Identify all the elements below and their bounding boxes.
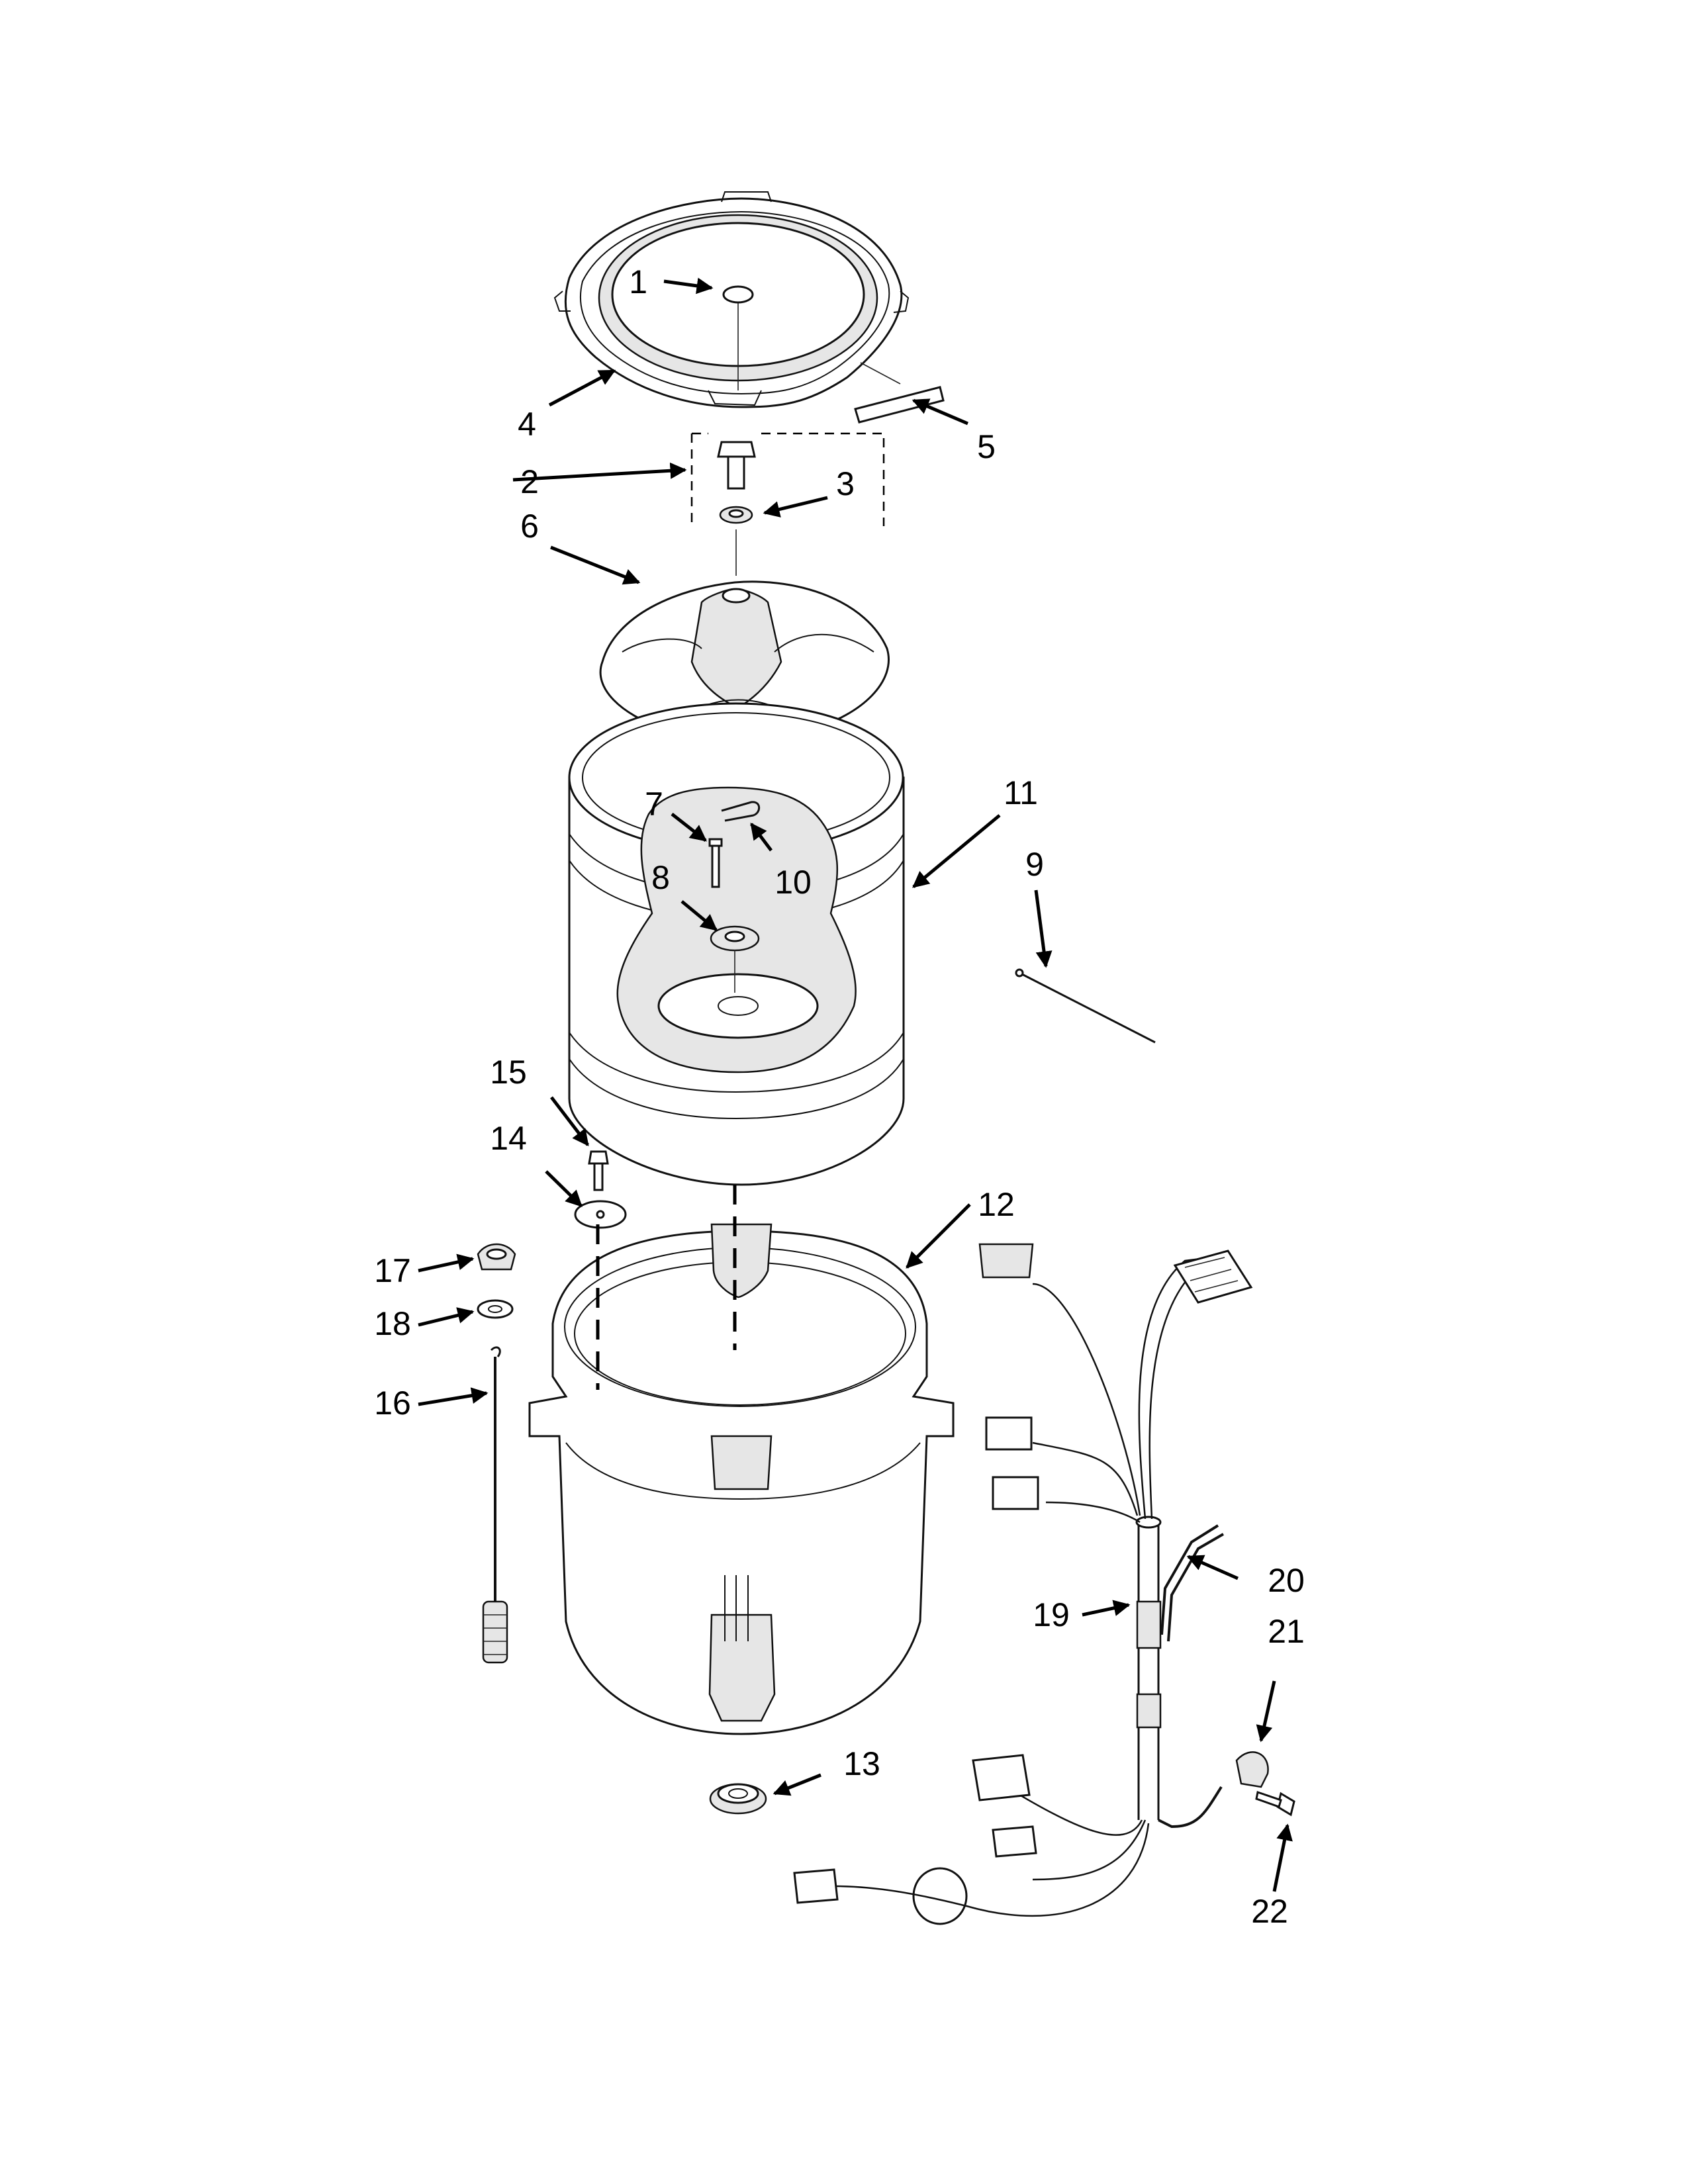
callout-labels: 1 2 3 4 5 6 7 8 9 10 11 12 13 14 15 16 1… <box>374 263 1305 1930</box>
bolt-and-washer-kit <box>690 432 885 576</box>
callout-3: 3 <box>836 465 855 502</box>
callout-14: 14 <box>490 1120 527 1157</box>
callout-20: 20 <box>1268 1562 1305 1599</box>
callout-13: 13 <box>843 1745 880 1782</box>
callout-19: 19 <box>1033 1596 1070 1633</box>
agitator-cap <box>722 285 754 304</box>
callout-18: 18 <box>374 1305 411 1342</box>
wire-clip <box>1235 1751 1269 1788</box>
callout-6: 6 <box>520 508 539 545</box>
foam-strip <box>854 362 945 424</box>
basket-screw <box>708 838 723 888</box>
callout-15: 15 <box>490 1054 527 1091</box>
dampening-washer <box>477 1299 514 1319</box>
suspension-rod-small <box>1015 968 1156 1044</box>
callout-9: 9 <box>1025 846 1044 883</box>
tub-screw <box>588 1150 609 1191</box>
callout-1: 1 <box>629 263 647 300</box>
dampening-cap <box>477 1243 516 1271</box>
callout-17: 17 <box>374 1252 411 1289</box>
callout-16: 16 <box>374 1385 411 1422</box>
callout-12: 12 <box>978 1186 1015 1223</box>
tub-cover-clip <box>574 1200 627 1229</box>
callout-10: 10 <box>774 864 812 901</box>
impeller <box>599 580 890 739</box>
callout-21: 21 <box>1268 1613 1305 1650</box>
callout-11: 11 <box>1004 774 1038 811</box>
hub-nut <box>710 925 760 993</box>
wire-harness <box>793 1243 1253 1925</box>
callout-8: 8 <box>651 859 670 896</box>
callout-5: 5 <box>977 428 996 465</box>
tub-seal <box>709 1783 767 1815</box>
callout-7: 7 <box>645 786 663 823</box>
clip-screw <box>1255 1791 1295 1817</box>
outer-tub <box>528 1223 955 1735</box>
suspension-rod <box>482 1346 508 1664</box>
callout-2: 2 <box>520 463 539 500</box>
retaining-clip <box>721 801 761 822</box>
callout-22: 22 <box>1251 1893 1288 1930</box>
callout-4: 4 <box>518 406 536 443</box>
leader-lines <box>418 277 1293 1892</box>
